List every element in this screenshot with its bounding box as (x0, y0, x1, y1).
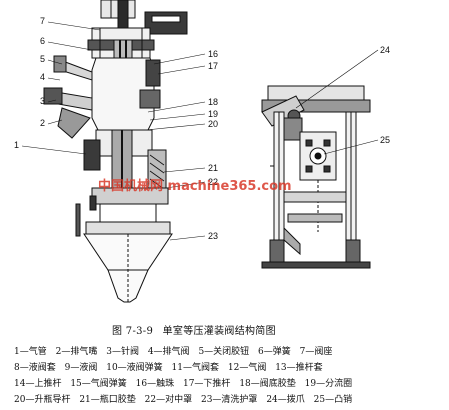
callout-23: 23 (208, 231, 218, 241)
legend-row: 1—气管 2—排气嘴 3—针阀 4—排气阀 5—关闭胶钮 6—弹簧 7—阀座 (14, 344, 338, 357)
legend-item: 3—针阀 (106, 347, 139, 357)
callout-18: 18 (208, 97, 218, 107)
legend-item: 24—拨爪 (266, 395, 305, 405)
callout-25: 25 (380, 135, 390, 145)
callout-4: 4 (40, 72, 45, 82)
main-valve-body (43, 0, 188, 303)
figure-number: 图 7-3-9 (112, 326, 154, 337)
legend-item: 11—气阀套 (171, 363, 219, 373)
legend-item: 19—分流圈 (304, 379, 353, 389)
legend-item: 17—下推杆 (182, 379, 231, 389)
legend-row: 14—上推杆 15—气阀弹簧 16—触珠 17—下推杆 18—阀底胶垫 19—分… (14, 376, 358, 389)
legend-item: 4—排气阀 (147, 347, 190, 357)
legend-item: 22—对中罩 (144, 395, 193, 405)
callout-1: 1 (14, 140, 19, 150)
legend-item: 18—阀底胶垫 (239, 379, 296, 389)
legend-item: 16—触珠 (135, 379, 175, 389)
legend-item: 13—推杆套 (275, 363, 323, 373)
legend-item: 15—气阀弹簧 (70, 379, 127, 389)
callout-22: 22 (208, 177, 218, 187)
legend-item: 21—瓶口胶垫 (79, 395, 136, 405)
figure-caption: 图 7-3-9 单室等压灌装阀结构简图 (112, 322, 282, 337)
callout-19: 19 (208, 109, 218, 119)
callout-17: 17 (208, 61, 218, 71)
legend-row: 8—液阀套 9—液阀 10—液阀弹簧 11—气阀套 12—气阀 13—推杆套 (14, 360, 329, 373)
callout-21: 21 (208, 163, 218, 173)
legend-row: 20—升瓶导杆 21—瓶口胶垫 22—对中罩 23—清洗护罩 24—拨爪 25—… (14, 392, 358, 405)
legend-item: 20—升瓶导杆 (14, 395, 71, 405)
legend-item: 10—液阀弹簧 (106, 363, 163, 373)
callout-24: 24 (380, 45, 390, 55)
legend-item: 23—清洗护罩 (200, 395, 258, 405)
callout-labels: 7 6 5 4 3 2 1 16 17 18 19 20 21 22 23 24… (14, 16, 390, 241)
legend-item: 7—阀座 (299, 347, 333, 357)
legend-item: 8—液阀套 (14, 363, 56, 373)
legend-item: 25—凸销 (313, 395, 353, 405)
callout-3: 3 (40, 96, 45, 106)
callout-7: 7 (40, 16, 45, 26)
callout-6: 6 (40, 36, 45, 46)
callout-16: 16 (208, 49, 218, 59)
callout-2: 2 (40, 118, 45, 128)
legend-item: 14—上推杆 (14, 379, 62, 389)
callout-20: 20 (208, 119, 218, 129)
side-view-drawing (261, 85, 371, 269)
watermark-text: 中国机械网 machine365.com (98, 178, 292, 194)
legend-item: 6—弹簧 (258, 347, 291, 357)
legend-item: 5—关闭胶钮 (198, 347, 250, 357)
legend-item: 1—气管 (14, 347, 47, 357)
callout-5: 5 (40, 54, 45, 64)
legend-item: 12—气阀 (227, 363, 267, 373)
figure-title: 单室等压灌装阀结构简图 (162, 326, 276, 337)
legend-item: 2—排气嘴 (55, 347, 98, 357)
legend-item: 9—液阀 (64, 363, 98, 373)
